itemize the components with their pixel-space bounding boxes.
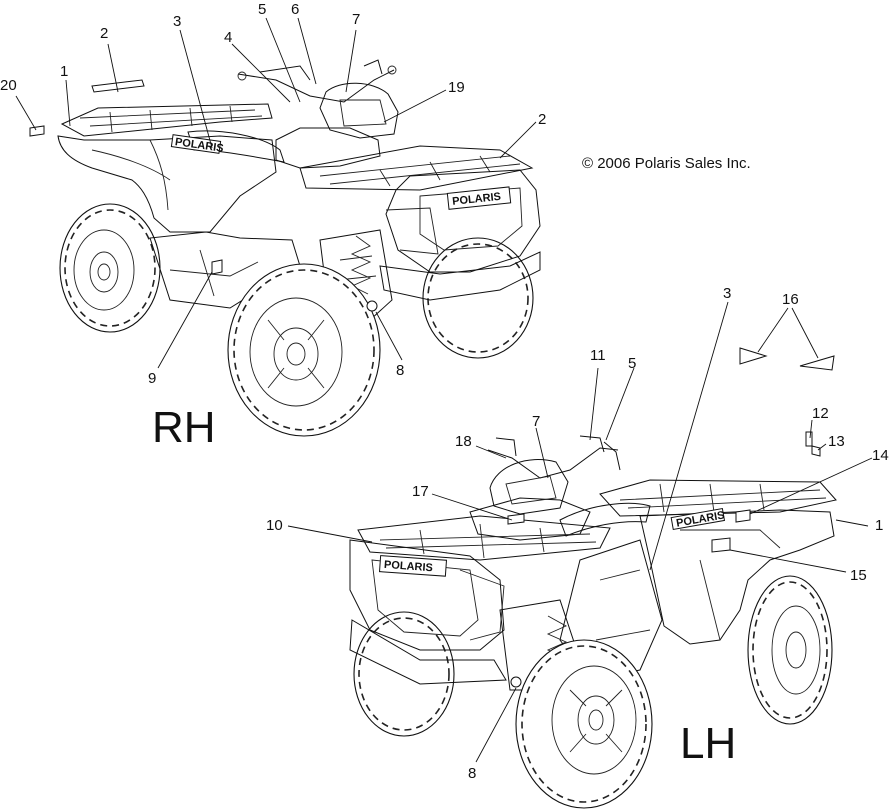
svg-text:POLARIS: POLARIS: [452, 191, 502, 208]
callout-3: 3: [723, 285, 731, 302]
rh-body: [57, 59, 541, 321]
decal-20: [29, 125, 45, 137]
callout-2b: 2: [538, 111, 546, 128]
callout-2: 2: [100, 25, 108, 42]
rh-leader-lines: [15, 17, 537, 369]
callout-14: 14: [872, 447, 889, 464]
decal-8: [366, 300, 378, 312]
decal-13: [811, 445, 821, 457]
brand-decal-side: POLARIS: [170, 134, 224, 155]
lh-brand-decal-front: POLARIS: [378, 555, 448, 577]
callout-1: 1: [875, 517, 883, 534]
decal-14: [735, 509, 751, 523]
lh-view-label: LH: [680, 719, 736, 768]
decal-12: [805, 431, 813, 447]
copyright-notice: © 2006 Polaris Sales Inc.: [582, 155, 751, 172]
decal-9: [211, 259, 223, 275]
decal-16b: [799, 355, 835, 371]
callout-8: 8: [396, 362, 404, 379]
rh-front-near-wheel: [227, 263, 381, 437]
callout-18: 18: [455, 433, 472, 450]
callout-11: 11: [590, 347, 606, 364]
brand-decal-front: POLARIS: [446, 186, 512, 210]
callout-10: 10: [266, 517, 283, 534]
callout-7: 7: [352, 11, 360, 28]
decal-16a: [739, 347, 768, 365]
lh-front-near-wheel: [515, 639, 653, 809]
lh-front-far-wheel: [353, 611, 455, 737]
callout-5: 5: [628, 355, 636, 372]
callout-20: 20: [0, 77, 17, 94]
decal-15: [711, 537, 731, 553]
callout-12: 12: [812, 405, 829, 422]
callout-4: 4: [224, 29, 232, 46]
rh-callouts: 20 1 2 3 4 5 6 7 19 2 9 8: [0, 1, 546, 387]
callout-15: 15: [850, 567, 867, 584]
callout-19: 19: [448, 79, 465, 96]
callout-17: 17: [412, 483, 429, 500]
lh-decals: POLARIS POLARIS: [378, 347, 835, 688]
lh-callouts: 3 16 11 5 12 13 14 18 7 17 10 1 15 8: [266, 285, 889, 782]
callout-3: 3: [173, 13, 181, 30]
callout-7: 7: [532, 413, 540, 430]
svg-text:POLARIS: POLARIS: [384, 559, 434, 574]
decal-17: [507, 513, 525, 525]
lh-leader-lines: [287, 301, 873, 763]
callout-5: 5: [258, 1, 266, 18]
rh-front-far-wheel: [422, 237, 534, 359]
atv-lh-view: POLARIS POLARIS 3: [266, 285, 889, 809]
lh-decal-8: [510, 676, 522, 688]
callout-16: 16: [782, 291, 799, 308]
rh-decals: POLARIS POLARIS: [29, 79, 512, 312]
lh-body: [349, 435, 837, 691]
callout-6: 6: [291, 1, 299, 18]
rh-rear-wheel: [59, 203, 161, 333]
svg-text:POLARIS: POLARIS: [174, 136, 224, 155]
callout-13: 13: [828, 433, 845, 450]
rh-view-label: RH: [152, 403, 216, 452]
lh-brand-decal-side: POLARIS: [670, 508, 726, 531]
atv-rh-view: POLARIS POLARIS 20 1: [0, 1, 546, 452]
callout-9: 9: [148, 370, 156, 387]
decal-2-rear: [91, 79, 145, 93]
lh-rear-wheel: [747, 575, 833, 725]
callout-8: 8: [468, 765, 476, 782]
callout-1: 1: [60, 63, 68, 80]
